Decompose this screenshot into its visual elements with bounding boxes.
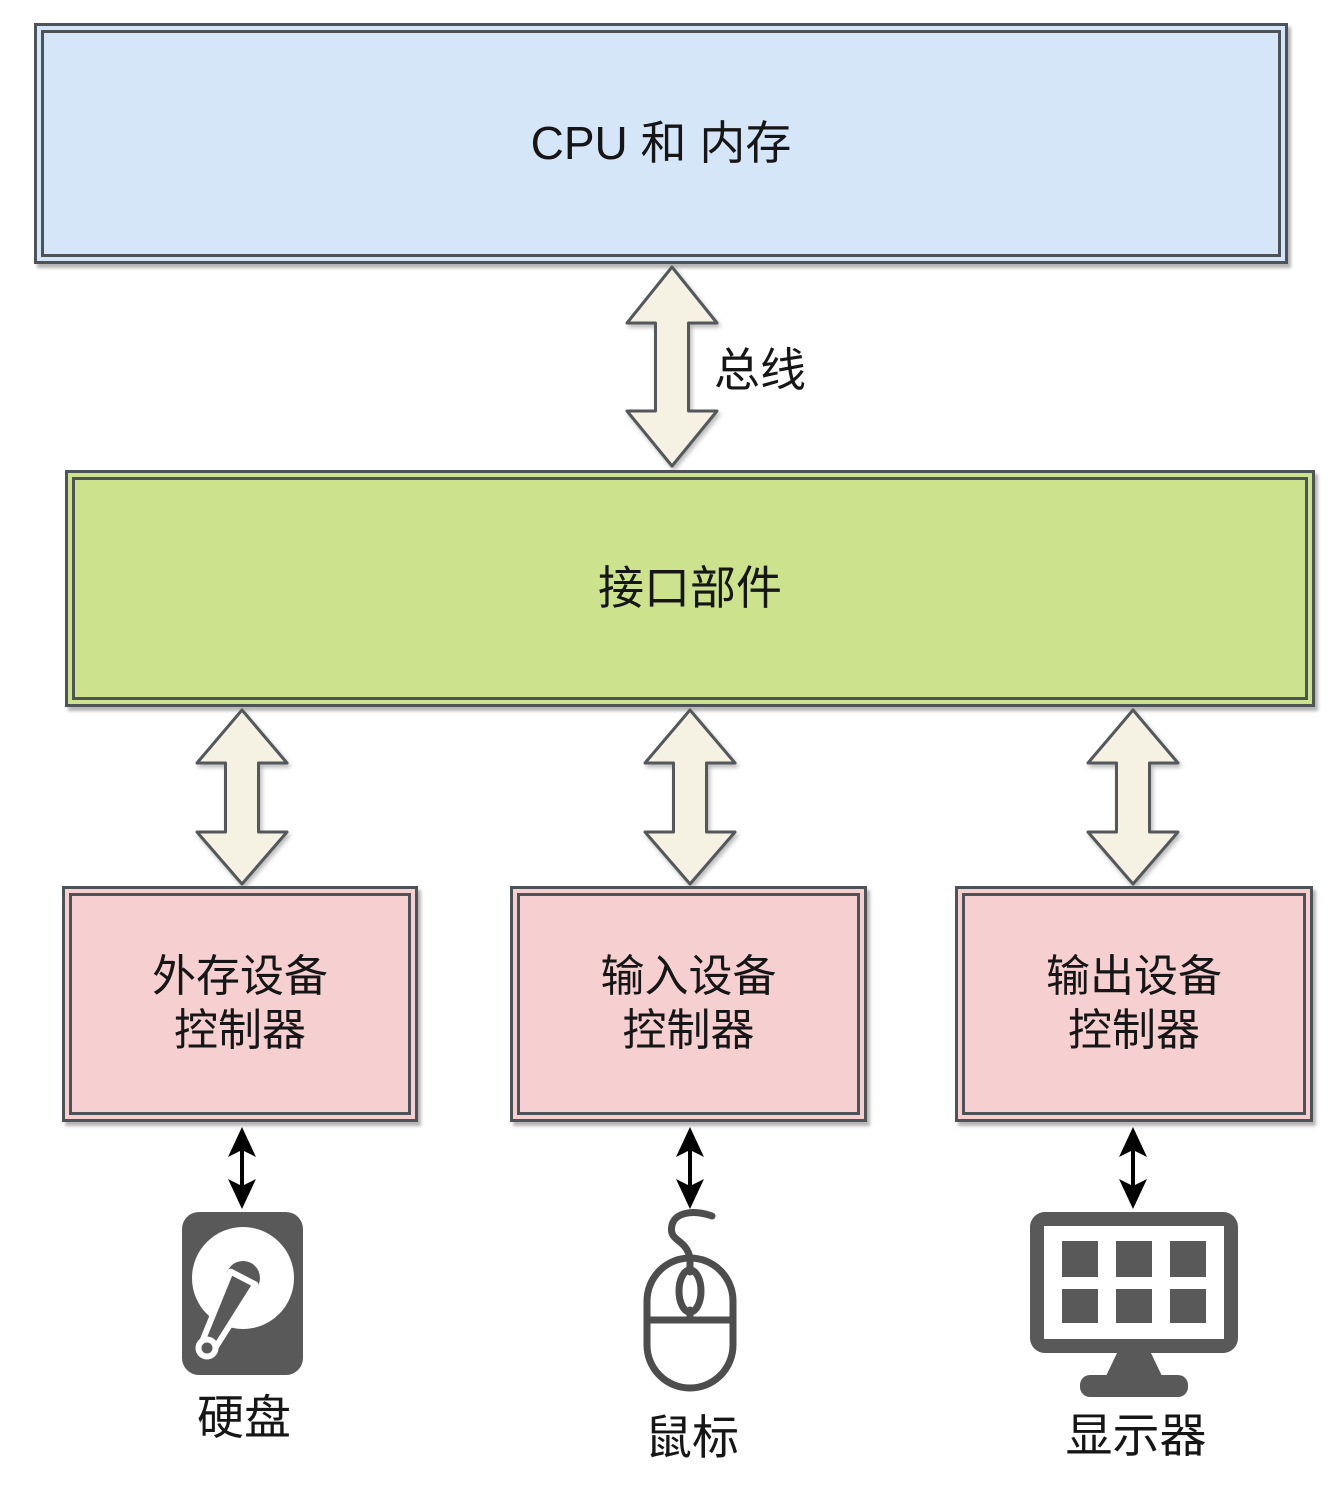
node-output-controller: 输出设备 控制器 [955, 886, 1313, 1122]
monitor-link-arrow-icon [1119, 1127, 1147, 1209]
mouse-label: 鼠标 [645, 1411, 739, 1464]
bus-double-arrow-icon [625, 265, 719, 468]
input-link-double-arrow-icon [643, 708, 737, 886]
node-output-controller-label: 输出设备 控制器 [1046, 952, 1222, 1055]
node-cpu-memory: CPU 和 内存 [34, 23, 1288, 264]
mouse-link-arrow-icon [676, 1127, 704, 1209]
node-interface: 接口部件 [65, 470, 1315, 707]
bus-label: 总线 [714, 344, 806, 396]
node-cpu-memory-inner: CPU 和 内存 [41, 30, 1281, 257]
node-interface-inner: 接口部件 [72, 477, 1308, 700]
output-link-double-arrow-icon [1086, 708, 1180, 886]
node-storage-controller-inner: 外存设备 控制器 [69, 893, 411, 1115]
mouse-icon [643, 1209, 737, 1392]
disk-label: 硬盘 [197, 1391, 291, 1444]
hard-disk-icon [182, 1212, 303, 1375]
monitor-icon [1030, 1212, 1238, 1397]
disk-link-arrow-icon [228, 1127, 256, 1209]
node-input-controller: 输入设备 控制器 [510, 886, 867, 1122]
node-cpu-memory-label: CPU 和 内存 [530, 116, 792, 169]
node-storage-controller-label: 外存设备 控制器 [152, 952, 328, 1055]
node-input-controller-inner: 输入设备 控制器 [517, 893, 860, 1115]
storage-link-double-arrow-icon [195, 708, 289, 886]
node-interface-label: 接口部件 [598, 561, 782, 614]
node-storage-controller: 外存设备 控制器 [62, 886, 418, 1122]
node-input-controller-label: 输入设备 控制器 [600, 952, 777, 1055]
monitor-label: 显示器 [1065, 1409, 1207, 1462]
node-output-controller-inner: 输出设备 控制器 [962, 893, 1306, 1115]
